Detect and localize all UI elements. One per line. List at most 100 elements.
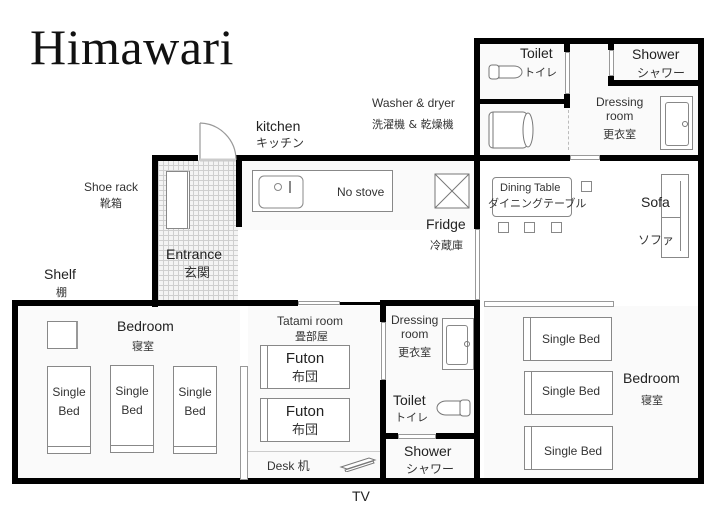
door-swing-icon[interactable] [196, 120, 238, 162]
shoe-rack-label-jp: 靴箱 [100, 197, 122, 210]
wall [152, 155, 198, 161]
dining-table-label: Dining Table [500, 182, 561, 194]
shower-label-jp: シャワー [637, 66, 686, 80]
shelf-label: Shelf [44, 266, 76, 282]
sliding-door[interactable] [298, 301, 340, 305]
toilet-label: Toilet [520, 45, 553, 61]
wall [380, 300, 386, 322]
toilet-2-icon [436, 399, 471, 417]
kitchen-label-jp: キッチン [256, 136, 305, 150]
entrance-label-jp: 玄関 [184, 266, 211, 281]
wall [608, 76, 614, 86]
bed-label-line2: Bed [58, 403, 80, 418]
bedroom-left-label: Bedroom [117, 318, 174, 334]
wall [152, 155, 158, 307]
chair [524, 222, 535, 233]
wall [608, 80, 700, 86]
fridge-icon [434, 173, 470, 209]
bed-label-line1: Single [52, 385, 86, 399]
dressing-room-label: Dressing room 更衣室 [596, 95, 643, 141]
wall [474, 38, 704, 44]
shelf-label-jp: 棚 [56, 286, 67, 299]
nightstand [47, 321, 78, 349]
chair [551, 222, 562, 233]
wall [698, 38, 704, 484]
wall [236, 155, 570, 161]
wall [382, 300, 480, 306]
dressing-room-2-label-line2: room [401, 327, 429, 342]
kitchen-counter: No stove [252, 170, 393, 212]
wall [12, 300, 18, 484]
single-bed: Single Bed [110, 365, 154, 453]
dining-table[interactable] [492, 177, 572, 217]
desk-label: Desk 机 [267, 459, 310, 473]
wall [474, 300, 480, 484]
dressing-room-label-jp: 更衣室 [603, 127, 637, 141]
wall [380, 380, 386, 484]
bifold-door[interactable] [556, 110, 569, 150]
single-bed: Single Bed [523, 317, 612, 361]
fridge-label-jp: 冷蔵庫 [430, 239, 463, 252]
floor-plan-title: Himawari [30, 19, 234, 75]
kitchen-label: kitchen [256, 118, 301, 134]
entrance-label: Entrance [166, 246, 223, 262]
bed-label: Single Bed [544, 444, 603, 458]
sink-icon [258, 175, 304, 209]
fridge-label: Fridge [426, 216, 466, 232]
shoe-rack-label: Shoe rack [84, 180, 139, 194]
desk [248, 451, 380, 479]
washer-icon [488, 111, 534, 149]
wall [340, 302, 386, 305]
bedroom-right-label-jp: 寝室 [641, 394, 663, 407]
sliding-door[interactable] [570, 155, 600, 160]
dressing-room-2-label: Dressing room 更衣室 [391, 313, 438, 359]
wall [476, 99, 570, 104]
sliding-door[interactable] [398, 434, 436, 439]
dressing-room-label-line1: Dressing [596, 95, 644, 109]
wall [608, 38, 614, 50]
futon-label: Futon [285, 403, 325, 420]
wall [600, 155, 700, 161]
wall [474, 155, 480, 229]
toilet-2-label-jp: トイレ [395, 411, 428, 424]
futon-label: Futon [285, 350, 325, 367]
sofa-label: Sofa [641, 194, 670, 210]
bed-label: Single Bed [542, 384, 601, 398]
wall [12, 478, 704, 484]
toilet-icon [488, 64, 523, 80]
wall [564, 94, 570, 108]
toilet-2-label: Toilet [393, 392, 426, 408]
futon: Futon 布団 [260, 398, 350, 442]
tv-icon [339, 457, 377, 472]
no-stove-note: No stove [337, 185, 385, 199]
sink-vanity [660, 96, 693, 150]
dining-table-label-jp: ダイニングテーブル [488, 197, 587, 210]
bed-label-line2: Bed [121, 402, 143, 417]
bed-label-line1: Single [178, 385, 212, 399]
tatami-room-label-jp: 畳部屋 [295, 330, 328, 343]
wall [386, 433, 398, 439]
single-bed: Single Bed [47, 366, 91, 454]
dressing-room-2-label-line1: Dressing [391, 313, 439, 327]
shower-label: Shower [632, 46, 680, 62]
closet-partition [484, 301, 614, 307]
wall [12, 300, 298, 306]
futon-label-jp: 布団 [291, 423, 318, 438]
bed-label: Single Bed [542, 332, 601, 346]
tatami-room-label: Tatami room [277, 314, 344, 328]
toilet-label-jp: トイレ [524, 66, 557, 79]
shower-2-label: Shower [404, 443, 452, 459]
window [609, 50, 614, 76]
washer-dryer-label-jp: 洗濯機 & 乾燥機 [372, 118, 454, 131]
sofa-label-jp: ソファ [638, 233, 675, 247]
chair [498, 222, 509, 233]
single-bed: Single Bed [173, 366, 217, 454]
sofa[interactable] [661, 174, 689, 258]
washer-dryer-label: Washer & dryer [372, 96, 455, 110]
sink-vanity-2 [442, 318, 474, 370]
tv-label: TV [352, 488, 370, 504]
bedroom-left-label-jp: 寝室 [132, 340, 154, 353]
bedroom-right-label: Bedroom [623, 370, 680, 386]
sliding-door[interactable] [381, 322, 386, 380]
chair [581, 181, 592, 192]
